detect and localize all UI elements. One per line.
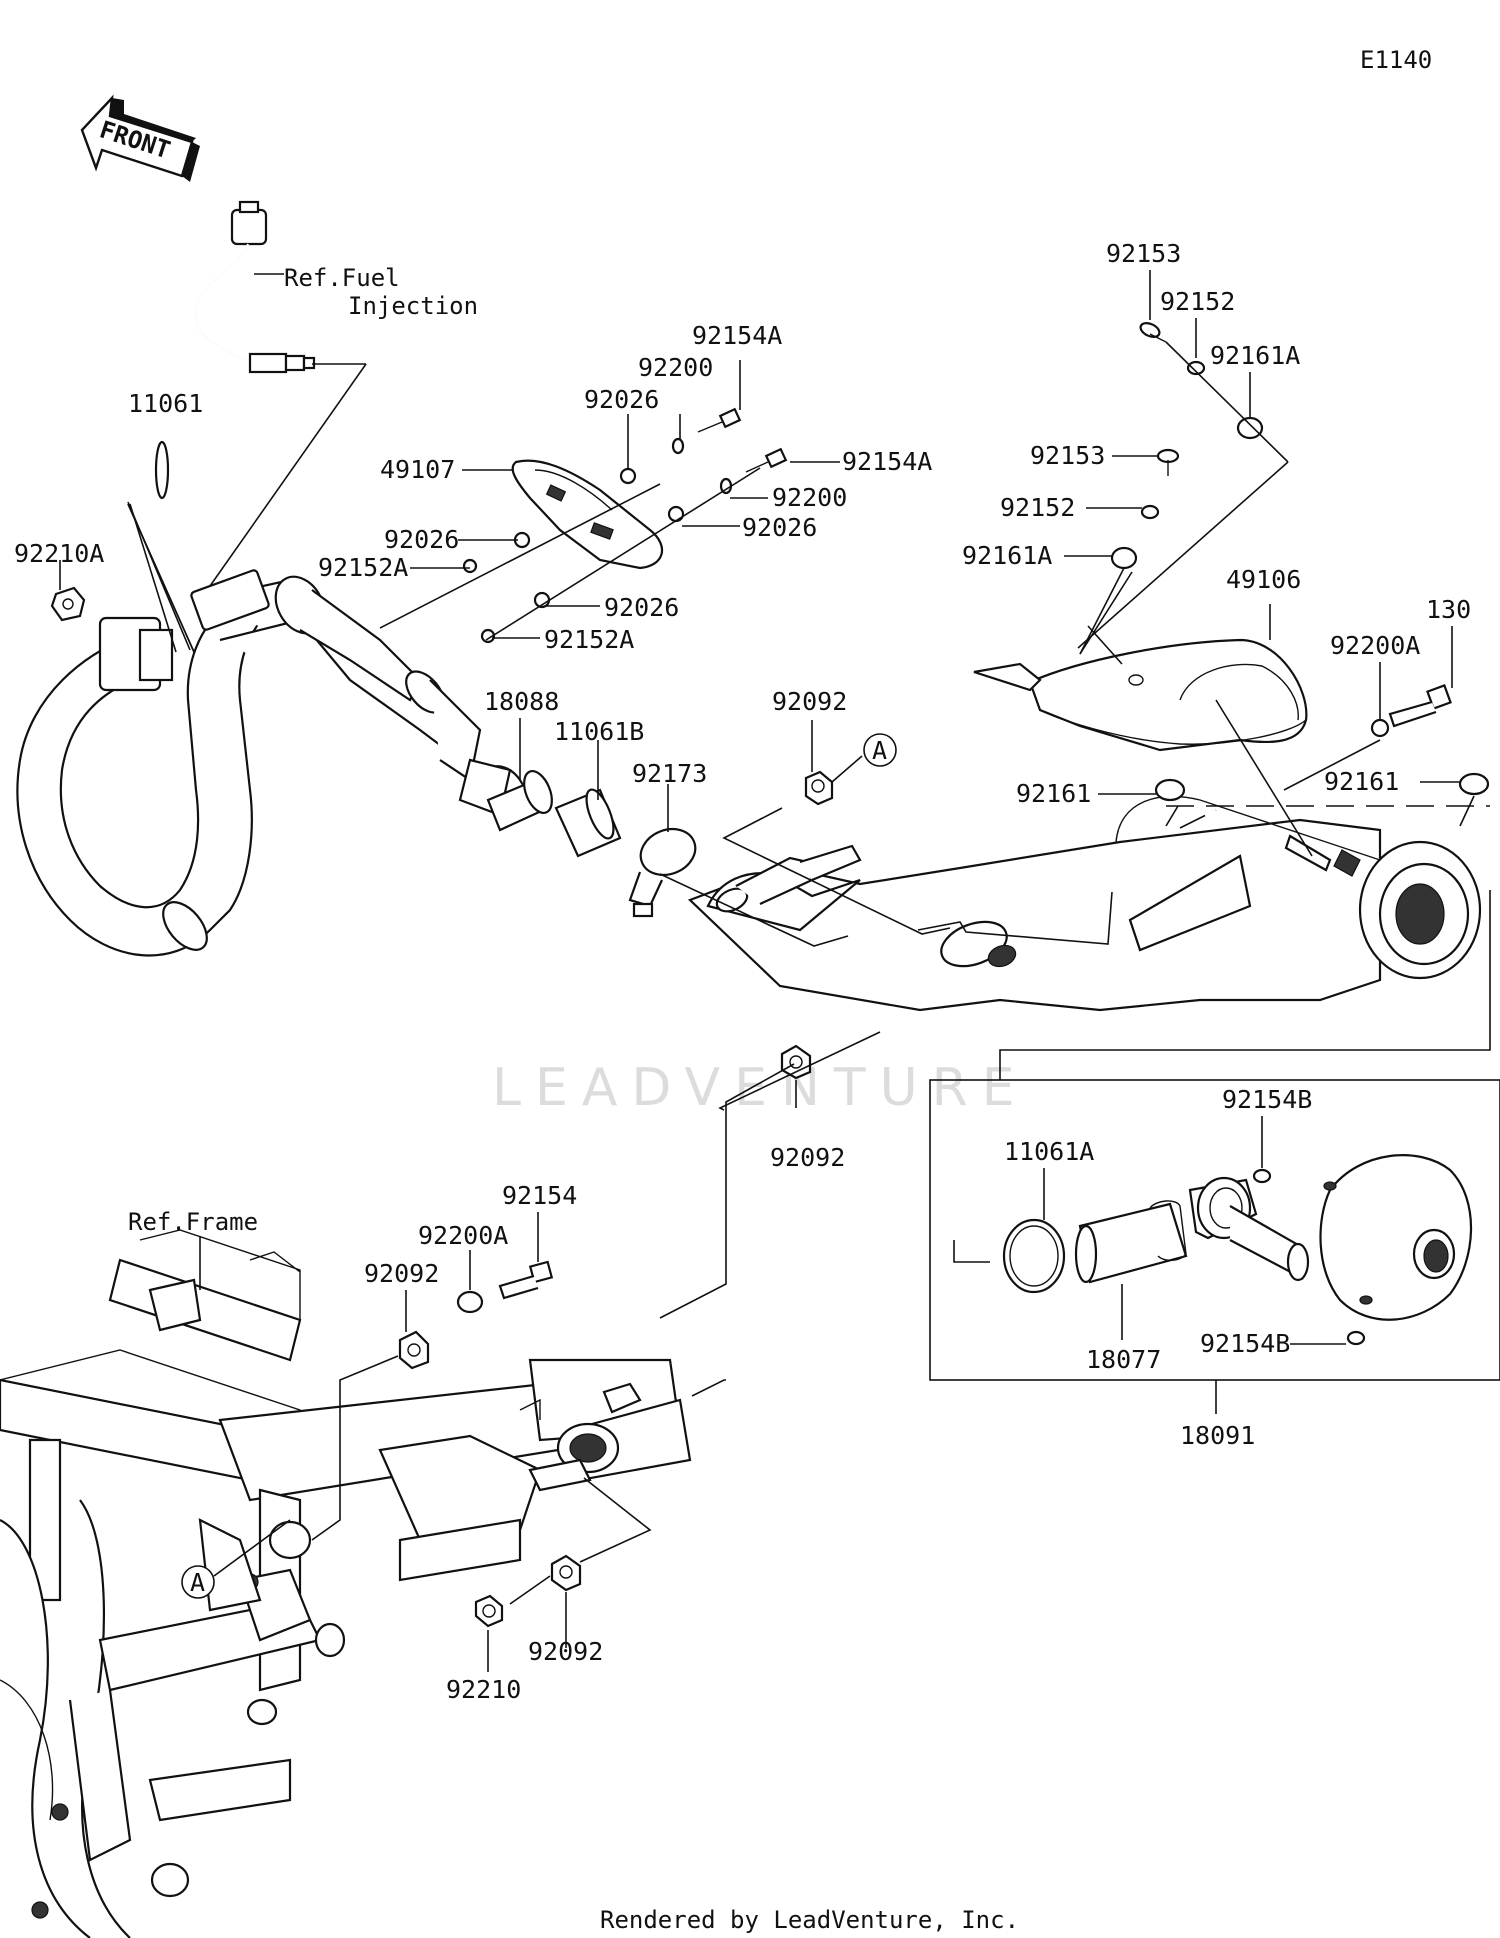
bolt-92153-mid <box>1156 448 1180 476</box>
washer-92200a-muffler <box>1370 718 1390 738</box>
label-92200a-muffler: 92200A <box>1330 631 1420 660</box>
label-92161-left: 92161 <box>1016 779 1091 808</box>
callout-a-upper-label: A <box>872 736 887 765</box>
callout-a-lower-label: A <box>190 1568 205 1597</box>
label-92161a-top: 92161A <box>1210 341 1300 370</box>
oxygen-sensor <box>194 200 316 374</box>
inner-assembly-box <box>929 1079 1500 1381</box>
label-92152-top: 92152 <box>1160 287 1235 316</box>
label-92152a-lower: 92152A <box>544 625 634 654</box>
watermark: LEADVENTURE <box>492 1058 1029 1118</box>
label-92161-right: 92161 <box>1324 767 1399 796</box>
label-18077: 18077 <box>1086 1345 1161 1374</box>
label-11061: 11061 <box>128 389 203 418</box>
grommet-92161-right <box>1458 772 1490 796</box>
part-labels: 92153 92152 92161A 92153 92152 92161A 49… <box>14 239 1471 1704</box>
washer-92152-mid <box>1140 504 1160 520</box>
label-49106: 49106 <box>1226 565 1301 594</box>
connecting-pipe-18088 <box>486 770 553 832</box>
heat-cover-49106 <box>973 638 1308 752</box>
label-92154a-lower: 92154A <box>842 447 932 476</box>
callout-a-upper <box>863 733 897 767</box>
label-18091: 18091 <box>1180 1421 1255 1450</box>
label-92154b-lower: 92154B <box>1200 1329 1290 1358</box>
label-92152-mid: 92152 <box>1000 493 1075 522</box>
label-92200-lower: 92200 <box>772 483 847 512</box>
washer-92200-upper <box>671 437 685 455</box>
ref-fuel-injection-line-2: Injection <box>348 292 478 320</box>
front-arrow-icon: FRONT <box>80 94 200 182</box>
label-92200a-frame: 92200A <box>418 1221 508 1250</box>
grommet-92161a-top <box>1236 416 1264 440</box>
label-130: 130 <box>1426 595 1471 624</box>
bolt-92154a-upper <box>697 407 742 433</box>
bolt-92154-frame <box>498 1260 554 1300</box>
grommet-92026-a <box>619 467 637 485</box>
label-92092-lower: 92092 <box>770 1143 845 1172</box>
grommet-92026-b <box>667 505 685 523</box>
ref-fuel-injection-line-1: Ref.Fuel <box>284 264 400 292</box>
end-cap <box>1319 1154 1473 1321</box>
label-92154-frame: 92154 <box>502 1181 577 1210</box>
label-92210: 92210 <box>446 1675 521 1704</box>
bolt-92154a-lower <box>745 447 788 473</box>
bolt-130 <box>1388 684 1452 728</box>
washer-92152-top <box>1186 360 1206 376</box>
gasket-11061 <box>154 440 170 500</box>
damper-92092-lower <box>780 1044 812 1080</box>
label-92026-upper: 92026 <box>584 385 659 414</box>
label-92153-mid: 92153 <box>1030 441 1105 470</box>
footer-credit: Rendered by LeadVenture, Inc. <box>600 1906 1019 1934</box>
label-11061a: 11061A <box>1004 1137 1094 1166</box>
muffler-assembly <box>687 795 1482 1012</box>
tailpipe-18077 <box>1074 1176 1310 1284</box>
label-92153-top: 92153 <box>1106 239 1181 268</box>
label-92092-frame-lower: 92092 <box>528 1637 603 1666</box>
grommet-92161a-mid <box>1110 546 1138 570</box>
gasket-11061a <box>1002 1218 1066 1294</box>
label-92210a: 92210A <box>14 539 104 568</box>
collar-92152a-a <box>462 558 478 574</box>
gasket-11061b <box>554 788 622 858</box>
nut-92210-frame <box>474 1594 504 1628</box>
damper-92092-frame-lower <box>550 1554 582 1592</box>
label-49107: 49107 <box>380 455 455 484</box>
label-92026-right: 92026 <box>742 513 817 542</box>
nut-92210a <box>50 586 86 622</box>
label-92092-upper: 92092 <box>772 687 847 716</box>
label-92161a-mid: 92161A <box>962 541 1052 570</box>
label-92154b-upper: 92154B <box>1222 1085 1312 1114</box>
grommet-92161-left <box>1154 778 1186 802</box>
label-92154a-upper: 92154A <box>692 321 782 350</box>
label-92200-upper: 92200 <box>638 353 713 382</box>
callout-a-lower <box>181 1565 215 1599</box>
label-92152a-left: 92152A <box>318 553 408 582</box>
heat-guard-49107 <box>511 459 664 570</box>
damper-92092-frame-upper <box>398 1330 430 1370</box>
label-92026-left: 92026 <box>384 525 459 554</box>
bolt-92153-top <box>1139 322 1167 343</box>
collar-92152a-b <box>480 628 496 644</box>
label-18088: 18088 <box>484 687 559 716</box>
washer-92200a-frame <box>456 1290 484 1314</box>
damper-92092-upper <box>804 770 834 806</box>
diagram-code: E1140 <box>1360 46 1432 74</box>
clamp-92173 <box>628 827 697 918</box>
label-92026-lower: 92026 <box>604 593 679 622</box>
ref-frame: Ref.Frame <box>128 1208 258 1236</box>
label-92173: 92173 <box>632 759 707 788</box>
header-pipe <box>16 569 528 957</box>
screw-92154b-upper <box>1252 1168 1272 1184</box>
label-11061b: 11061B <box>554 717 644 746</box>
screw-92154b-lower <box>1346 1330 1366 1346</box>
label-92092-frame-upper: 92092 <box>364 1259 439 1288</box>
frame-section <box>0 1229 692 1938</box>
